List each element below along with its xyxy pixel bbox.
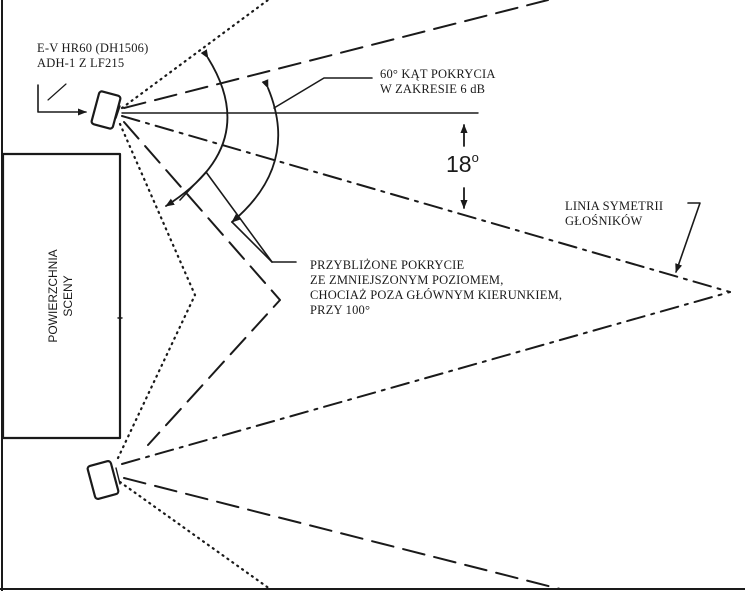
stage-area	[1, 152, 122, 440]
angle-18-unit: o	[471, 150, 479, 165]
speaker-model-label: E-V HR60 (DH1506) ADH-1 Z LF215	[37, 41, 149, 71]
bottom-coverage-lower-edge	[123, 477, 561, 590]
approx-coverage-leader-2	[231, 221, 273, 263]
stage-line2: SCENY	[61, 275, 75, 317]
coverage-line2: W ZAKRESIE 6 dB	[380, 82, 486, 96]
approx-coverage-leader	[179, 171, 297, 263]
top-wide-lower-edge	[116, 122, 197, 460]
coverage-arc-60	[231, 79, 280, 223]
stage-label: POWIERZCHNIA SCENY	[45, 153, 77, 439]
approx-line3: CHOCIAŻ POZA GŁÓWNYM KIERUNKIEM,	[310, 288, 563, 302]
symmetry-leader	[675, 202, 701, 273]
speaker-model-slash	[47, 83, 67, 101]
bottom-symmetry-axis	[121, 291, 731, 465]
symmetry-line2: GŁOŚNIKÓW	[565, 214, 643, 228]
approx-line2: ZE ZMNIEJSZONYM POZIOMEM,	[310, 273, 504, 287]
symmetry-label: LINIA SYMETRII GŁOŚNIKÓW	[565, 199, 663, 229]
bottom-wide-lower-edge	[118, 480, 272, 591]
coverage-line1: 60° KĄT POKRYCIA	[380, 67, 496, 81]
approx-line1: PRZYBLIŻONE POKRYCIE	[310, 258, 465, 272]
coverage-leader	[273, 77, 373, 109]
top-coverage-lower-edge	[123, 121, 281, 446]
speaker-model-line2: ADH-1 Z LF215	[37, 56, 125, 70]
angle-18-value: 18	[446, 151, 472, 177]
coverage-arc-100	[165, 49, 229, 207]
speaker-model-leader	[37, 84, 87, 116]
stage-line1: POWIERZCHNIA	[46, 249, 60, 343]
speaker-model-line1: E-V HR60 (DH1506)	[37, 41, 149, 55]
angle-18-label: 18o	[446, 150, 479, 178]
top-speaker-icon	[90, 90, 122, 130]
approx-line4: PRZY 100°	[310, 303, 371, 317]
bottom-speaker-icon	[86, 460, 121, 500]
top-symmetry-axis	[121, 115, 731, 293]
coverage-label: 60° KĄT POKRYCIA W ZAKRESIE 6 dB	[380, 67, 496, 97]
symmetry-line1: LINIA SYMETRII	[565, 199, 664, 213]
approx-coverage-label: PRZYBLIŻONE POKRYCIE ZE ZMNIEJSZONYM POZ…	[310, 258, 562, 318]
